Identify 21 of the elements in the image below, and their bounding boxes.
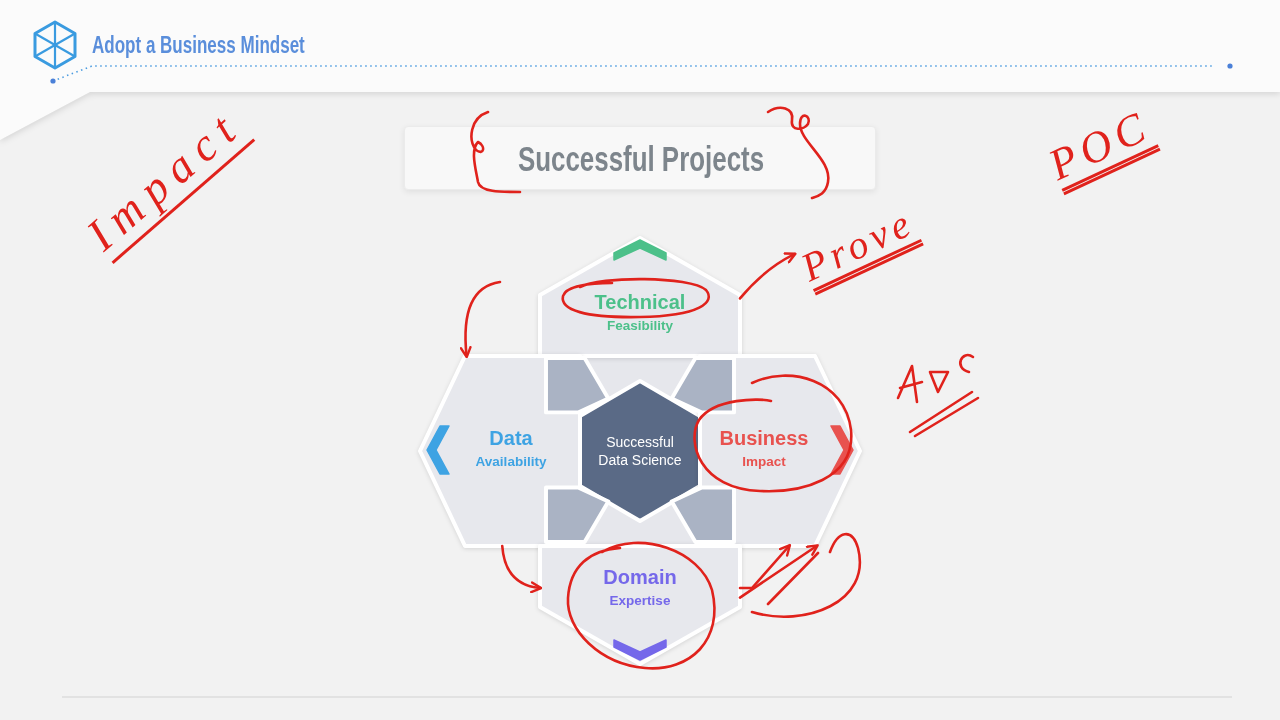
hub-label: Successful Data Science: [597, 432, 683, 470]
handwritten-word: Prove: [794, 199, 922, 291]
segment-subheading: Expertise: [609, 593, 671, 609]
segment-subheading: Impact: [742, 454, 786, 470]
pen-arrow: [500, 544, 543, 593]
handwritten-word: POC: [1041, 100, 1159, 192]
segment-subheading: Feasibility: [607, 318, 673, 334]
segment-heading: Technical: [594, 290, 686, 314]
segment-subheading: Availability: [475, 454, 547, 470]
pen-arrow: [738, 544, 819, 599]
slide-title: Adopt a Business Mindset: [92, 31, 305, 59]
pen-arrow: [459, 280, 502, 359]
segment-heading: Business: [719, 426, 809, 450]
pen-arrow: [738, 543, 792, 590]
segment-heading: Data: [489, 426, 533, 450]
pen-arrow: [738, 252, 797, 300]
hexagon-segment: [540, 236, 740, 356]
title-banner: [404, 126, 876, 190]
hexagon-segment: [540, 546, 740, 666]
banner-heading: Successful Projects: [517, 138, 765, 180]
segment-heading: Domain: [603, 565, 677, 589]
